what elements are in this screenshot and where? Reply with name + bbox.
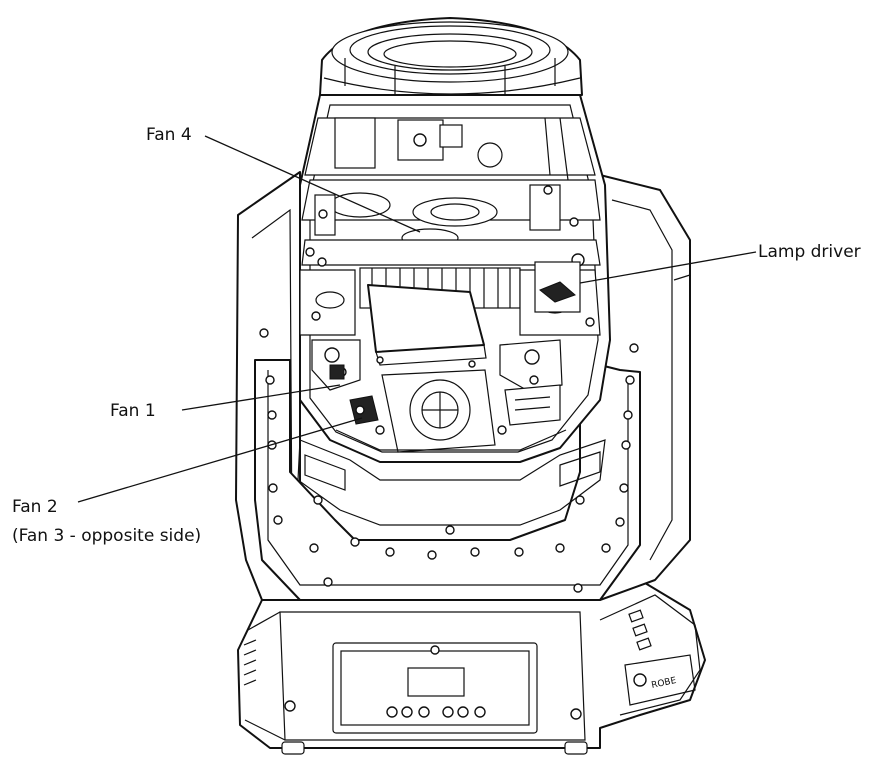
fan4-label: Fan 4 [146, 125, 192, 145]
lens-bezel [319, 17, 583, 96]
yoke-screws [259, 328, 639, 593]
callout-lamp-driver: Lamp driver [579, 242, 861, 284]
fan1-label: Fan 1 [110, 401, 156, 421]
fan1-leader [181, 384, 341, 411]
fan2-leader [77, 417, 363, 503]
fixture-base: ROBE [237, 579, 706, 755]
fan2-label: Fan 2 [12, 497, 58, 517]
display-screen [407, 667, 465, 697]
callout-fan1: Fan 1 [110, 384, 341, 421]
fixture-head [299, 17, 611, 463]
lamp-driver-label: Lamp driver [758, 242, 861, 262]
fan-2 [349, 395, 379, 425]
callout-fan2: Fan 2 (Fan 3 - opposite side) [12, 417, 363, 546]
callout-fan4: Fan 4 [146, 125, 421, 233]
control-buttons [386, 706, 486, 718]
fan3-note-label: (Fan 3 - opposite side) [12, 526, 201, 546]
yoke [235, 171, 691, 601]
fan4-leader [204, 135, 421, 233]
lamp-driver-leader [579, 251, 757, 284]
